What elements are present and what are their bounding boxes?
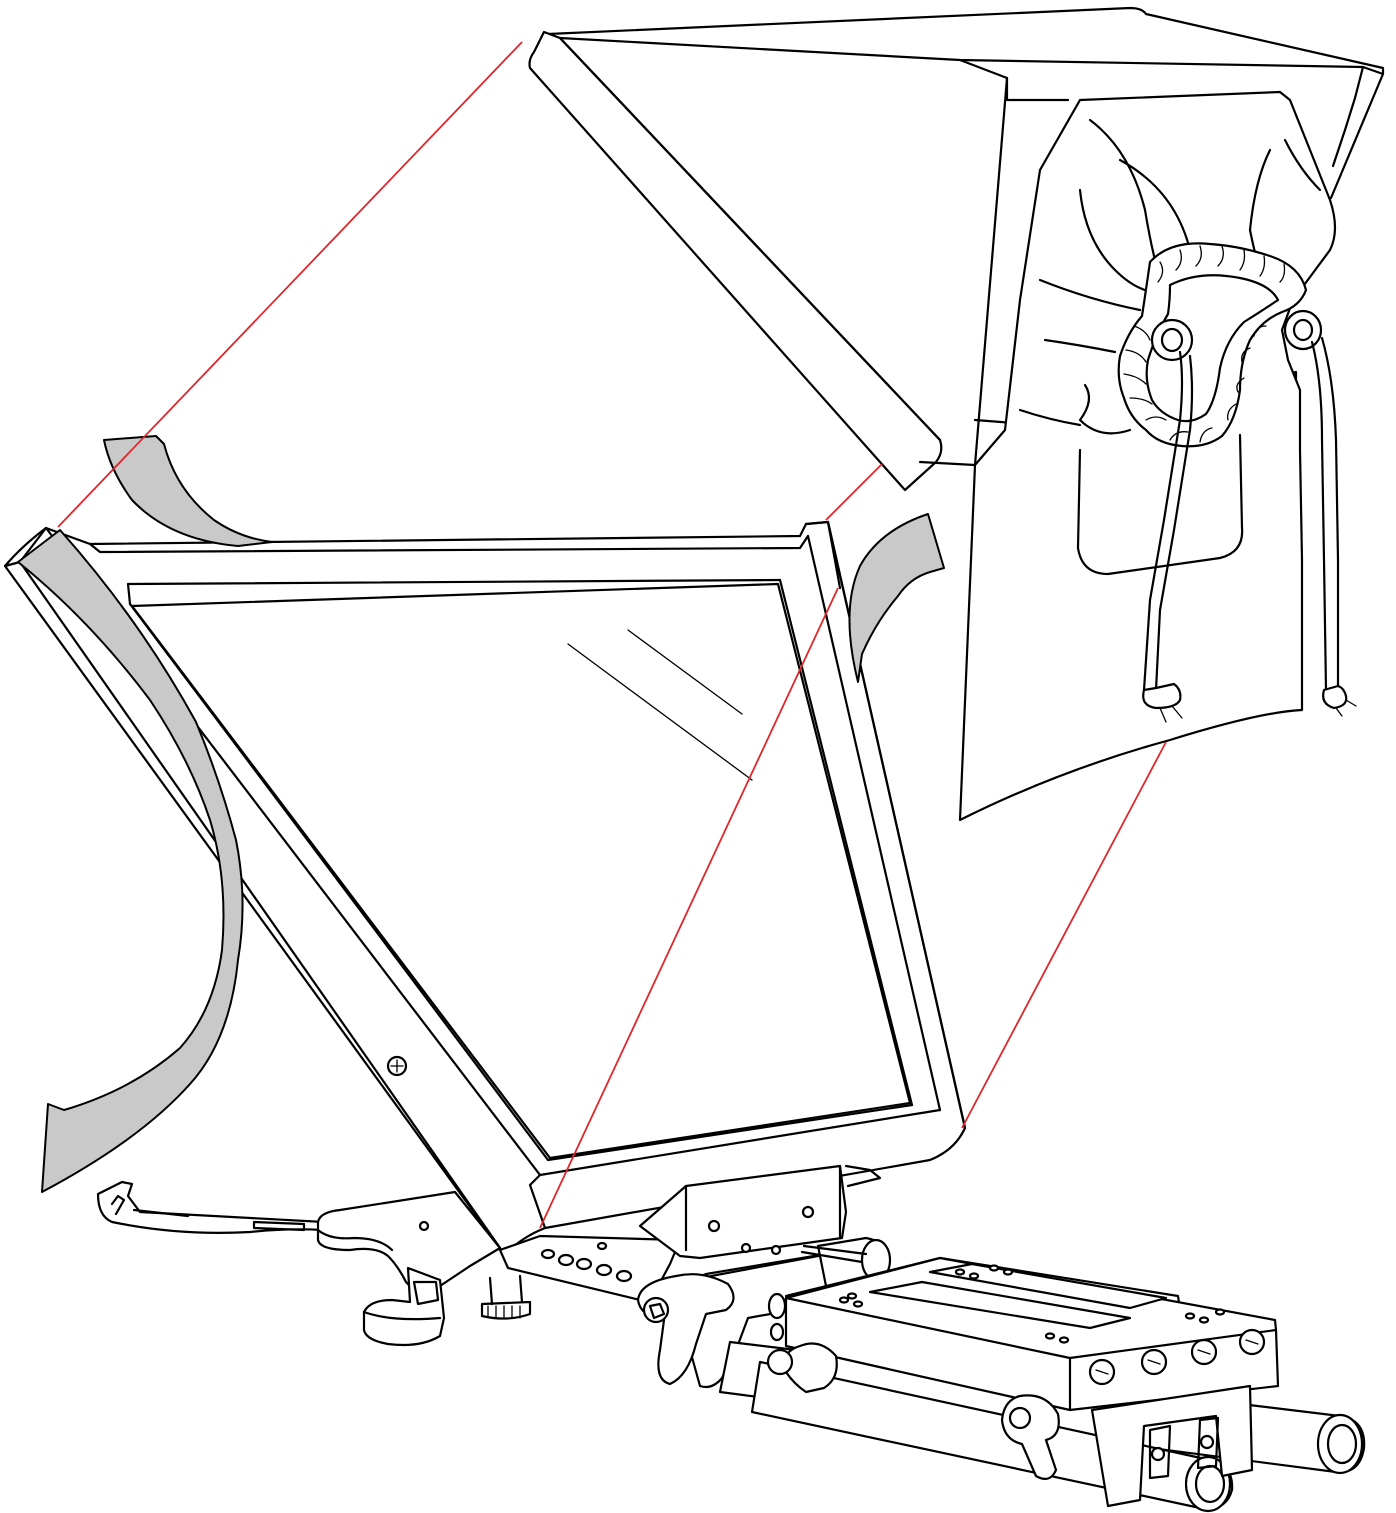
sleeve-outline bbox=[958, 90, 1337, 822]
hood-right-edge bbox=[1331, 65, 1365, 168]
under-bracket-slot-1 bbox=[1148, 1424, 1172, 1480]
sleeve-pocket bbox=[1076, 433, 1244, 576]
baseplate-screws bbox=[1088, 1328, 1266, 1386]
under-bracket-screw-2 bbox=[1199, 1434, 1215, 1450]
frame-top-rail bbox=[88, 534, 810, 554]
guide-line-4 bbox=[961, 741, 1167, 1129]
frame-bottom-rail-inner bbox=[546, 1103, 914, 1162]
cord-right-end bbox=[1335, 699, 1357, 717]
bracket-hole-4 bbox=[770, 1244, 782, 1256]
adhesive-tape bbox=[17, 435, 945, 1193]
hood-window-top bbox=[1005, 76, 1070, 102]
hood-top-inner bbox=[558, 36, 1385, 76]
baseplate-slot-2 bbox=[928, 1262, 1168, 1310]
hood-left-panel-inner bbox=[558, 36, 942, 442]
cord-lock-left bbox=[1150, 318, 1194, 362]
bracket-wing bbox=[844, 1164, 882, 1188]
clamp-lever-left bbox=[636, 1273, 735, 1386]
clamp-knob-2 bbox=[769, 1322, 785, 1342]
tape-right bbox=[848, 513, 945, 683]
under-bracket-slot-2 bbox=[1196, 1416, 1220, 1470]
base-mount-bracket bbox=[638, 1164, 848, 1260]
drawstring bbox=[1117, 242, 1357, 723]
sleeve-fold-8 bbox=[1018, 408, 1082, 427]
rail-upper-end-inner bbox=[1326, 1423, 1358, 1465]
frame-right-post-top bbox=[804, 520, 842, 590]
cord-left-tip bbox=[1142, 682, 1182, 710]
bracket-hole-3 bbox=[740, 1242, 752, 1254]
sleeve-fold-2 bbox=[1078, 188, 1147, 292]
cord-left-b bbox=[1154, 354, 1194, 692]
base-foot-screw bbox=[480, 1274, 532, 1320]
cord-left bbox=[1142, 350, 1184, 692]
bracket-face bbox=[684, 1164, 842, 1252]
guide-line-2 bbox=[825, 463, 883, 521]
rail-clamp-lever-right bbox=[1000, 1394, 1060, 1481]
guide-line-3 bbox=[539, 587, 839, 1229]
hood-left-panel bbox=[528, 30, 943, 492]
glass-frame bbox=[3, 520, 967, 1257]
glass-reflection-1 bbox=[567, 643, 753, 781]
hood bbox=[528, 6, 1385, 492]
sleeve-fold-1 bbox=[1088, 118, 1157, 262]
frame-screw bbox=[386, 1055, 408, 1077]
beam-splitter-glass bbox=[130, 582, 912, 1160]
sleeve-fold-4 bbox=[1038, 278, 1142, 312]
base-plate-hole bbox=[418, 1220, 430, 1232]
cord-lock-right bbox=[1283, 309, 1323, 351]
cord-right bbox=[1310, 340, 1328, 692]
15mm-rails bbox=[718, 1256, 1366, 1513]
tape-top-left bbox=[103, 435, 273, 547]
frame-right-rail-inner bbox=[778, 578, 914, 1107]
base-arm-inner bbox=[110, 1194, 190, 1218]
base-plate-main bbox=[316, 1190, 502, 1293]
elastic-ruffles bbox=[1123, 245, 1286, 443]
cord-right-b bbox=[1320, 336, 1340, 692]
camera-sleeve bbox=[958, 90, 1337, 822]
under-bracket-screw-1 bbox=[1150, 1446, 1166, 1462]
frame-top-rail-inner bbox=[126, 578, 782, 606]
cord-left-end bbox=[1159, 705, 1183, 723]
tape-left-rail bbox=[17, 529, 244, 1193]
guide-line-1 bbox=[57, 41, 523, 528]
base-arm-left bbox=[96, 1180, 326, 1234]
cord-right-tip bbox=[1322, 684, 1348, 710]
base-plate-edge bbox=[316, 1228, 394, 1252]
glass-reflection-2 bbox=[627, 629, 743, 715]
base-plate bbox=[96, 1164, 882, 1347]
frame-bottom-rail bbox=[528, 1108, 942, 1230]
baseplate-slot-1 bbox=[868, 1280, 1132, 1330]
slider-holes bbox=[540, 1241, 633, 1283]
elastic-ring-outer bbox=[1117, 242, 1308, 448]
baseplate-holes bbox=[838, 1264, 1226, 1344]
hood-top-edge bbox=[546, 6, 1385, 200]
hood-side-panel bbox=[918, 58, 1009, 467]
sleeve-fold-3 bbox=[1118, 158, 1192, 252]
clamp-band bbox=[800, 1244, 868, 1264]
alignment-guides bbox=[57, 41, 1167, 1229]
rail-clamp-lever-left bbox=[766, 1342, 838, 1394]
clamp-knob bbox=[767, 1292, 787, 1320]
base-arm-slot bbox=[252, 1220, 306, 1232]
sleeve-fold-5 bbox=[1043, 338, 1117, 354]
sleeve-lower-fold bbox=[1078, 383, 1132, 435]
bracket-hole-1 bbox=[707, 1219, 721, 1233]
bracket-hole-2 bbox=[801, 1205, 815, 1219]
sleeve-fold-7 bbox=[1283, 138, 1322, 192]
rail-under-bracket bbox=[1090, 1384, 1254, 1508]
base-knob-left bbox=[362, 1266, 446, 1347]
